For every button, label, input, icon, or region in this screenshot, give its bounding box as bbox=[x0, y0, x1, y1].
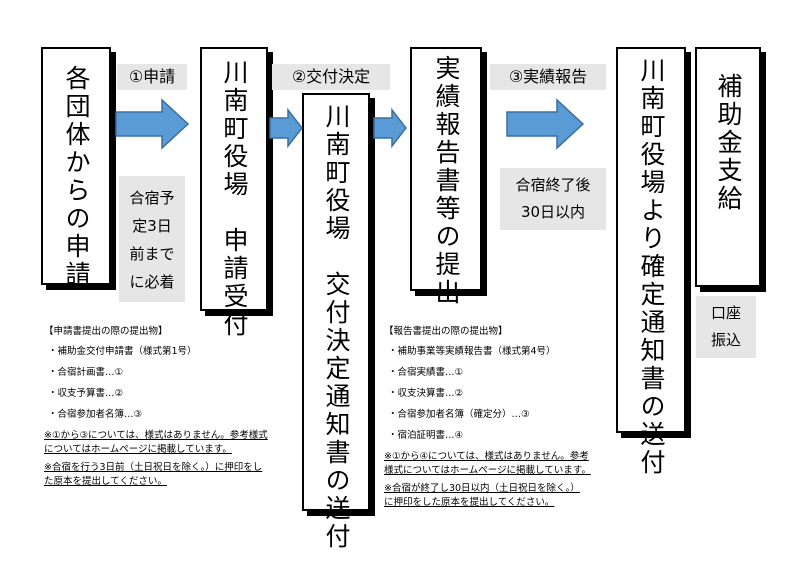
application-docs-heading: 【申請書提出の際の提出物】 bbox=[44, 326, 168, 337]
box-confirmation: 川南町役場より確定通知書の送付 bbox=[616, 47, 686, 477]
arrow-right-icon bbox=[115, 98, 190, 150]
payment-note-line: 振込 bbox=[710, 331, 741, 349]
deadline-note-line: に必着 bbox=[129, 273, 175, 291]
arrow-right-icon bbox=[373, 108, 407, 148]
box-confirmation-text: 川南町役場より確定通知書の送付 bbox=[637, 57, 666, 477]
box-report-submission: 実績報告書等の提出 bbox=[410, 47, 482, 307]
completion-note-line: 合宿終了後 bbox=[515, 176, 591, 194]
step-label-grant-decision: ②交付決定 bbox=[272, 64, 390, 90]
step-label-report: ③実績報告 bbox=[490, 64, 606, 90]
report-docs-heading: 【報告書提出の際の提出物】 bbox=[384, 326, 508, 337]
box-subsidy-payment-text: 補助金支給 bbox=[714, 73, 743, 213]
list-item: ・補助金交付申請書（様式第1号） bbox=[48, 346, 197, 357]
deadline-note-line: 定3日 bbox=[132, 217, 172, 235]
deadline-note: 合宿予 定3日 前まで に必着 bbox=[119, 176, 185, 302]
payment-note: 口座 振込 bbox=[696, 296, 756, 358]
application-docs-note2: ※合宿を行う3日前（土日祝日を除く。）に押印をし た原本を提出してください。 bbox=[44, 462, 304, 488]
arrow-right-icon bbox=[269, 108, 303, 148]
note-line: ※合宿を行う3日前（土日祝日を除く。）に押印をし bbox=[44, 462, 263, 473]
deadline-note-line: 合宿予 bbox=[129, 189, 175, 207]
application-docs-note1: ※①から③については、様式はありません。参考様式 についてはホームページに掲載し… bbox=[44, 430, 304, 456]
report-docs-list: 【報告書提出の際の提出物】 ・補助事業等実績報告書（様式第4号） ・合宿実績書…… bbox=[384, 326, 616, 509]
list-item: ・宿泊証明書…④ bbox=[388, 430, 464, 441]
deadline-note-line: 前まで bbox=[129, 245, 175, 263]
list-item: ・合宿実績書…① bbox=[388, 367, 464, 378]
note-line: に押印をした原本を提出してください。 bbox=[384, 497, 555, 508]
note-line: 様式についてはホームページに掲載しています。 bbox=[384, 465, 591, 476]
note-line: ※①から③については、様式はありません。参考様式 bbox=[44, 430, 268, 441]
note-line: ※合宿が終了し30日以内（土日祝日を除く。） bbox=[384, 483, 580, 494]
list-item: ・合宿参加者名簿…③ bbox=[48, 409, 143, 420]
report-docs-note1: ※①から④については、様式はありません。参考 様式についてはホームページに掲載し… bbox=[384, 451, 616, 477]
step-label-application: ①申請 bbox=[117, 64, 187, 90]
list-item: ・収支決算書…② bbox=[388, 388, 464, 399]
list-item: ・合宿計画書…① bbox=[48, 367, 124, 378]
list-item: ・補助事業等実績報告書（様式第4号） bbox=[388, 346, 556, 357]
note-line: た原本を提出してください。 bbox=[44, 476, 167, 487]
note-line: ※①から④については、様式はありません。参考 bbox=[384, 451, 589, 462]
box-application-text: 各団体からの申請 bbox=[62, 65, 91, 289]
completion-note: 合宿終了後 30日以内 bbox=[500, 168, 606, 230]
list-item: ・収支予算書…② bbox=[48, 388, 124, 399]
box-subsidy-payment: 補助金支給 bbox=[695, 47, 761, 287]
box-application: 各団体からの申請 bbox=[41, 47, 111, 289]
application-docs-list: 【申請書提出の際の提出物】 ・補助金交付申請書（様式第1号） ・合宿計画書…① … bbox=[44, 326, 304, 488]
box-grant-decision-text: 川南町役場 交付決定通知書の送付 bbox=[322, 103, 351, 551]
box-reception: 川南町役場 申請受付 bbox=[200, 47, 268, 339]
payment-note-line: 口座 bbox=[710, 304, 741, 322]
box-grant-decision: 川南町役場 交付決定通知書の送付 bbox=[302, 93, 370, 551]
box-reception-text: 川南町役場 申請受付 bbox=[220, 59, 249, 339]
note-line: についてはホームページに掲載しています。 bbox=[44, 444, 232, 455]
report-docs-note2: ※合宿が終了し30日以内（土日祝日を除く。） に押印をした原本を提出してください… bbox=[384, 483, 616, 509]
list-item: ・合宿参加者名簿（確定分）…③ bbox=[388, 409, 530, 420]
completion-note-line: 30日以内 bbox=[520, 203, 586, 221]
box-report-submission-text: 実績報告書等の提出 bbox=[432, 55, 461, 307]
arrow-right-icon bbox=[506, 98, 585, 150]
